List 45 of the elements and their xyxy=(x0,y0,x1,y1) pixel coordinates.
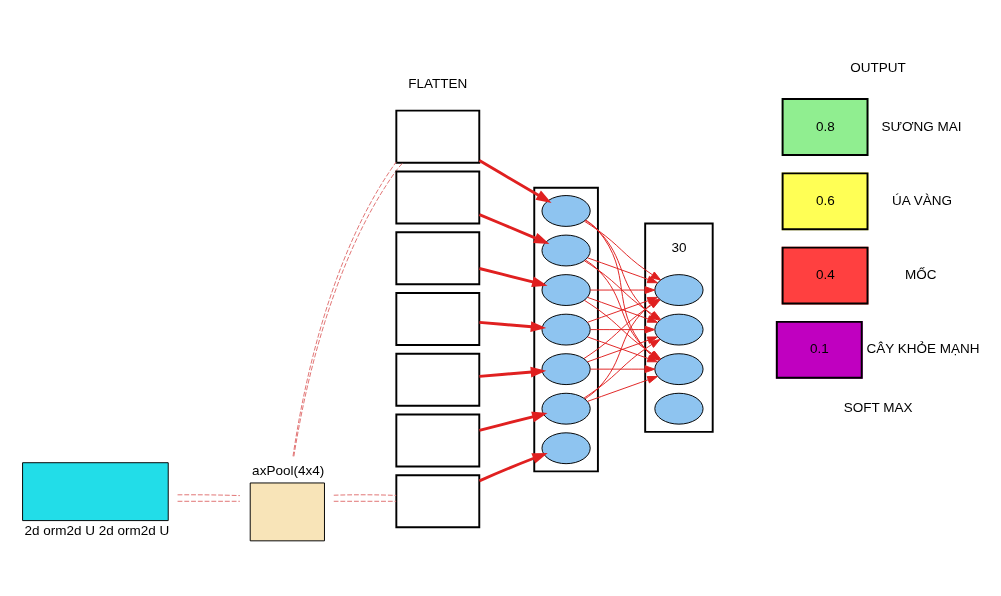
arrow xyxy=(479,320,547,332)
connector xyxy=(333,493,397,496)
arrow xyxy=(478,452,548,482)
node-label: ÚA VÀNG xyxy=(892,192,953,208)
node-circle xyxy=(541,194,591,227)
node-circle xyxy=(541,431,591,464)
node-circle xyxy=(541,392,591,425)
connector xyxy=(333,500,397,502)
node-label: axPool(4x4) xyxy=(252,462,325,478)
arrow xyxy=(589,364,656,373)
node-circle xyxy=(654,313,704,346)
node-circle xyxy=(654,392,704,425)
node-label: MỐC xyxy=(905,266,937,282)
node-circle xyxy=(541,273,591,306)
node-circle xyxy=(541,352,591,385)
connector xyxy=(177,493,241,496)
node-circle xyxy=(654,273,704,306)
arrow xyxy=(586,375,658,402)
arrow xyxy=(589,285,656,294)
arrow xyxy=(478,212,550,244)
label: SOFT MAX xyxy=(843,399,913,415)
arrow xyxy=(586,256,658,283)
node-box xyxy=(395,169,481,224)
connector xyxy=(177,500,241,502)
arrow xyxy=(583,220,662,280)
node-circle xyxy=(541,234,591,266)
arrow xyxy=(478,158,552,203)
node-label: SƯƠNG MAI xyxy=(881,118,962,134)
node-box xyxy=(395,473,481,528)
arrow xyxy=(589,325,656,333)
node-label: 2d orm2d U 2d orm2d U xyxy=(24,522,170,538)
label: FLATTEN xyxy=(408,75,468,91)
node-box xyxy=(395,413,481,468)
label: OUTPUT xyxy=(850,59,906,75)
label: 30 xyxy=(671,239,687,255)
arrow xyxy=(479,411,548,432)
node-box xyxy=(395,109,481,164)
node-label: CÂY KHỎE MẠNH xyxy=(866,340,980,356)
node-box xyxy=(395,352,481,407)
node-circle xyxy=(541,313,591,346)
node-circle xyxy=(654,352,704,385)
node-box xyxy=(395,230,481,285)
arrow xyxy=(479,366,547,378)
arrow xyxy=(479,266,548,287)
node-box xyxy=(395,291,481,346)
